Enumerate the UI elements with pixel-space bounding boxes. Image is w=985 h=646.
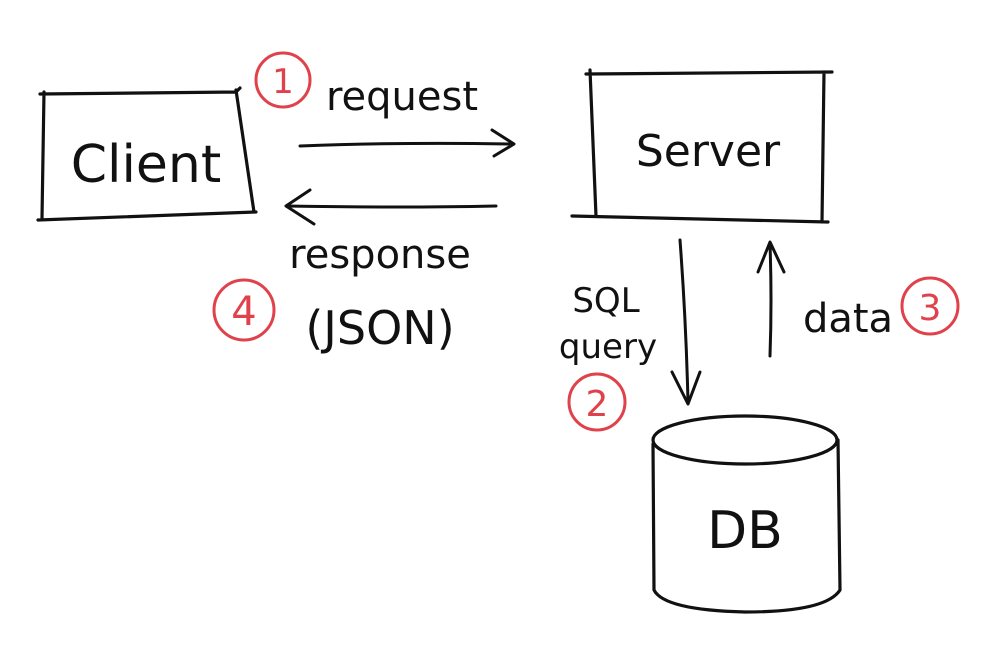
db-top-ellipse (651, 414, 839, 466)
db-node: DB (651, 414, 842, 614)
response-label-line1: response (289, 232, 471, 278)
response-label-line2: (JSON) (305, 301, 454, 355)
request-arrow (298, 128, 516, 158)
step-number-4: 4 (231, 289, 256, 335)
step-marker-4 (212, 278, 276, 342)
response-arrow (284, 188, 498, 226)
server-label: Server (636, 126, 781, 177)
sql-query-arrow (670, 238, 702, 406)
step-number-1: 1 (272, 62, 294, 102)
response-edge: response (JSON) 4 (212, 188, 498, 355)
step-marker-3 (900, 276, 960, 336)
server-node: Server (570, 68, 834, 224)
sql-query-label-line1: SQL (572, 281, 639, 321)
step-number-3: 3 (919, 288, 942, 329)
db-body (651, 438, 842, 614)
sql-query-edge: SQL query 2 (559, 238, 702, 432)
step-number-2: 2 (586, 384, 609, 425)
client-label: Client (71, 135, 222, 195)
step-marker-1 (254, 51, 312, 109)
request-edge: request 1 (254, 51, 516, 158)
sql-query-label-line2: query (559, 327, 657, 367)
server-box (570, 68, 834, 224)
client-node: Client (36, 86, 258, 222)
request-label: request (326, 74, 478, 120)
data-label: data (803, 296, 893, 342)
step-marker-2 (567, 372, 627, 432)
data-edge: data 3 (756, 240, 960, 358)
data-arrow (756, 240, 786, 358)
client-box (36, 86, 258, 222)
db-label: DB (707, 501, 783, 561)
